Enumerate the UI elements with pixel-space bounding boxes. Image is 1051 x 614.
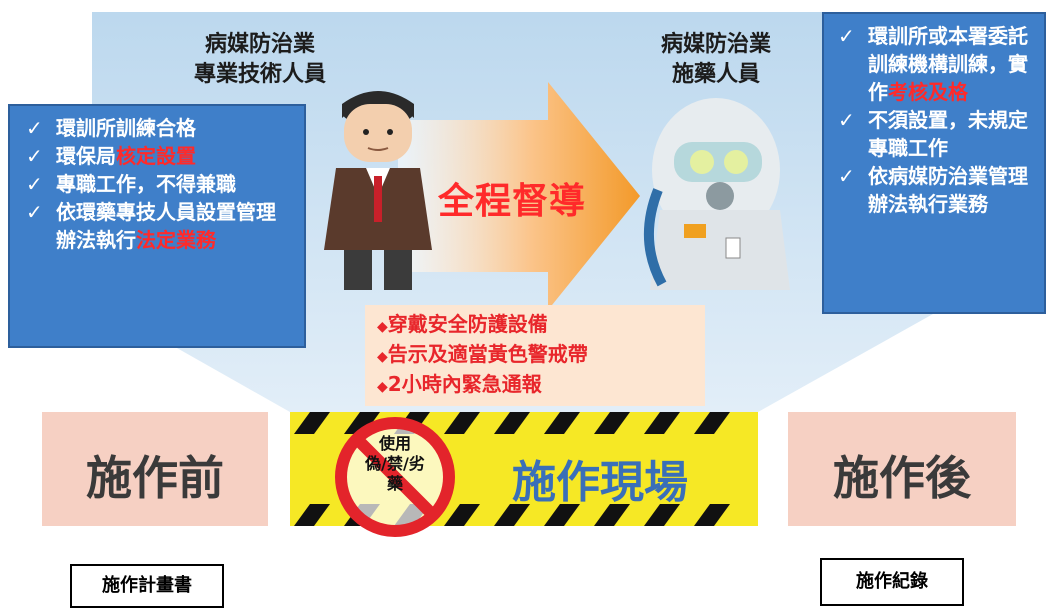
requirement-item: ✓ 不須設置，未規定專職工作 bbox=[838, 106, 1036, 162]
supervision-label: 全程督導 bbox=[438, 181, 587, 222]
requirement-text: 環訓所訓練合格 bbox=[56, 116, 196, 140]
check-icon: ✓ bbox=[838, 164, 855, 188]
supervision-arrow bbox=[398, 82, 640, 310]
stage-after-box bbox=[788, 412, 1016, 526]
requirement-text: 依環藥專技人員設置管理辦法執行 bbox=[56, 200, 276, 252]
requirement-text: 核定設置 bbox=[116, 144, 196, 168]
check-icon: ✓ bbox=[838, 108, 855, 132]
check-icon: ✓ bbox=[26, 144, 43, 168]
requirement-item: ✓ 環保局核定設置 bbox=[26, 142, 294, 170]
prohibition-text: 使用 偽/禁/劣 藥 bbox=[365, 434, 425, 493]
requirement-text: 不須設置，未規定專職工作 bbox=[868, 108, 1028, 160]
safety-item: ◆穿戴安全防護設備 bbox=[377, 312, 548, 336]
check-icon: ✓ bbox=[838, 24, 855, 48]
applicator-requirements: ✓ 環訓所或本署委託訓練機構訓練，實作考核及格 ✓ 不須設置，未規定專職工作 ✓ 依病媒防… bbox=[822, 12, 1046, 314]
requirement-item: ✓ 環訓所或本署委託訓練機構訓練，實作考核及格 bbox=[838, 22, 1036, 106]
stage-site-label: 施作現場 bbox=[512, 457, 688, 508]
requirement-text: 法定業務 bbox=[136, 228, 216, 252]
technician-title-line2: 專業技術人員 bbox=[193, 62, 326, 87]
requirement-item: ✓ 環訓所訓練合格 bbox=[26, 114, 294, 142]
stage-after-label: 施作後 bbox=[833, 451, 971, 505]
requirement-item: ✓ 專職工作，不得兼職 bbox=[26, 170, 294, 198]
requirement-text: 依病媒防治業管理辦法執行業務 bbox=[868, 164, 1028, 216]
requirement-text: 考核及格 bbox=[888, 80, 968, 104]
check-icon: ✓ bbox=[26, 200, 43, 224]
diamond-bullet-icon: ◆ bbox=[377, 379, 388, 395]
requirement-text: 專職工作，不得兼職 bbox=[56, 172, 236, 196]
technician-title: 病媒防治業 專業技術人員 bbox=[170, 30, 350, 90]
requirement-item: ✓ 依環藥專技人員設置管理辦法執行法定業務 bbox=[26, 198, 294, 254]
applicator-title: 病媒防治業 施藥人員 bbox=[636, 30, 796, 90]
record-document: 施作紀錄 bbox=[820, 558, 964, 606]
plan-document: 施作計畫書 bbox=[70, 564, 224, 608]
safety-requirements: ◆穿戴安全防護設備 ◆告示及適當黃色警戒帶 ◆2小時內緊急通報 bbox=[365, 305, 705, 406]
requirement-text: 環保局 bbox=[56, 144, 116, 168]
stage-before-box bbox=[42, 412, 268, 526]
diamond-bullet-icon: ◆ bbox=[377, 319, 388, 335]
diamond-bullet-icon: ◆ bbox=[377, 349, 388, 365]
safety-item: ◆告示及適當黃色警戒帶 bbox=[377, 342, 588, 366]
requirement-item: ✓ 依病媒防治業管理辦法執行業務 bbox=[838, 162, 1036, 218]
check-icon: ✓ bbox=[26, 172, 43, 196]
applicator-illustration bbox=[643, 98, 790, 290]
safety-item: ◆2小時內緊急通報 bbox=[377, 372, 542, 396]
check-icon: ✓ bbox=[26, 116, 43, 140]
stage-before-label: 施作前 bbox=[86, 451, 224, 505]
technician-illustration bbox=[324, 91, 432, 290]
technician-title-line1: 病媒防治業 bbox=[204, 32, 315, 57]
applicator-title-line2: 施藥人員 bbox=[671, 62, 760, 87]
technician-requirements: ✓ 環訓所訓練合格 ✓ 環保局核定設置 ✓ 專職工作，不得兼職 ✓ 依環藥專技人員設置管理辦法… bbox=[8, 104, 306, 348]
prohibition-icon bbox=[335, 417, 455, 537]
requirement-text: 環訓所或本署委託訓練機構訓練，實作 bbox=[868, 24, 1028, 104]
applicator-title-line1: 病媒防治業 bbox=[660, 32, 771, 57]
